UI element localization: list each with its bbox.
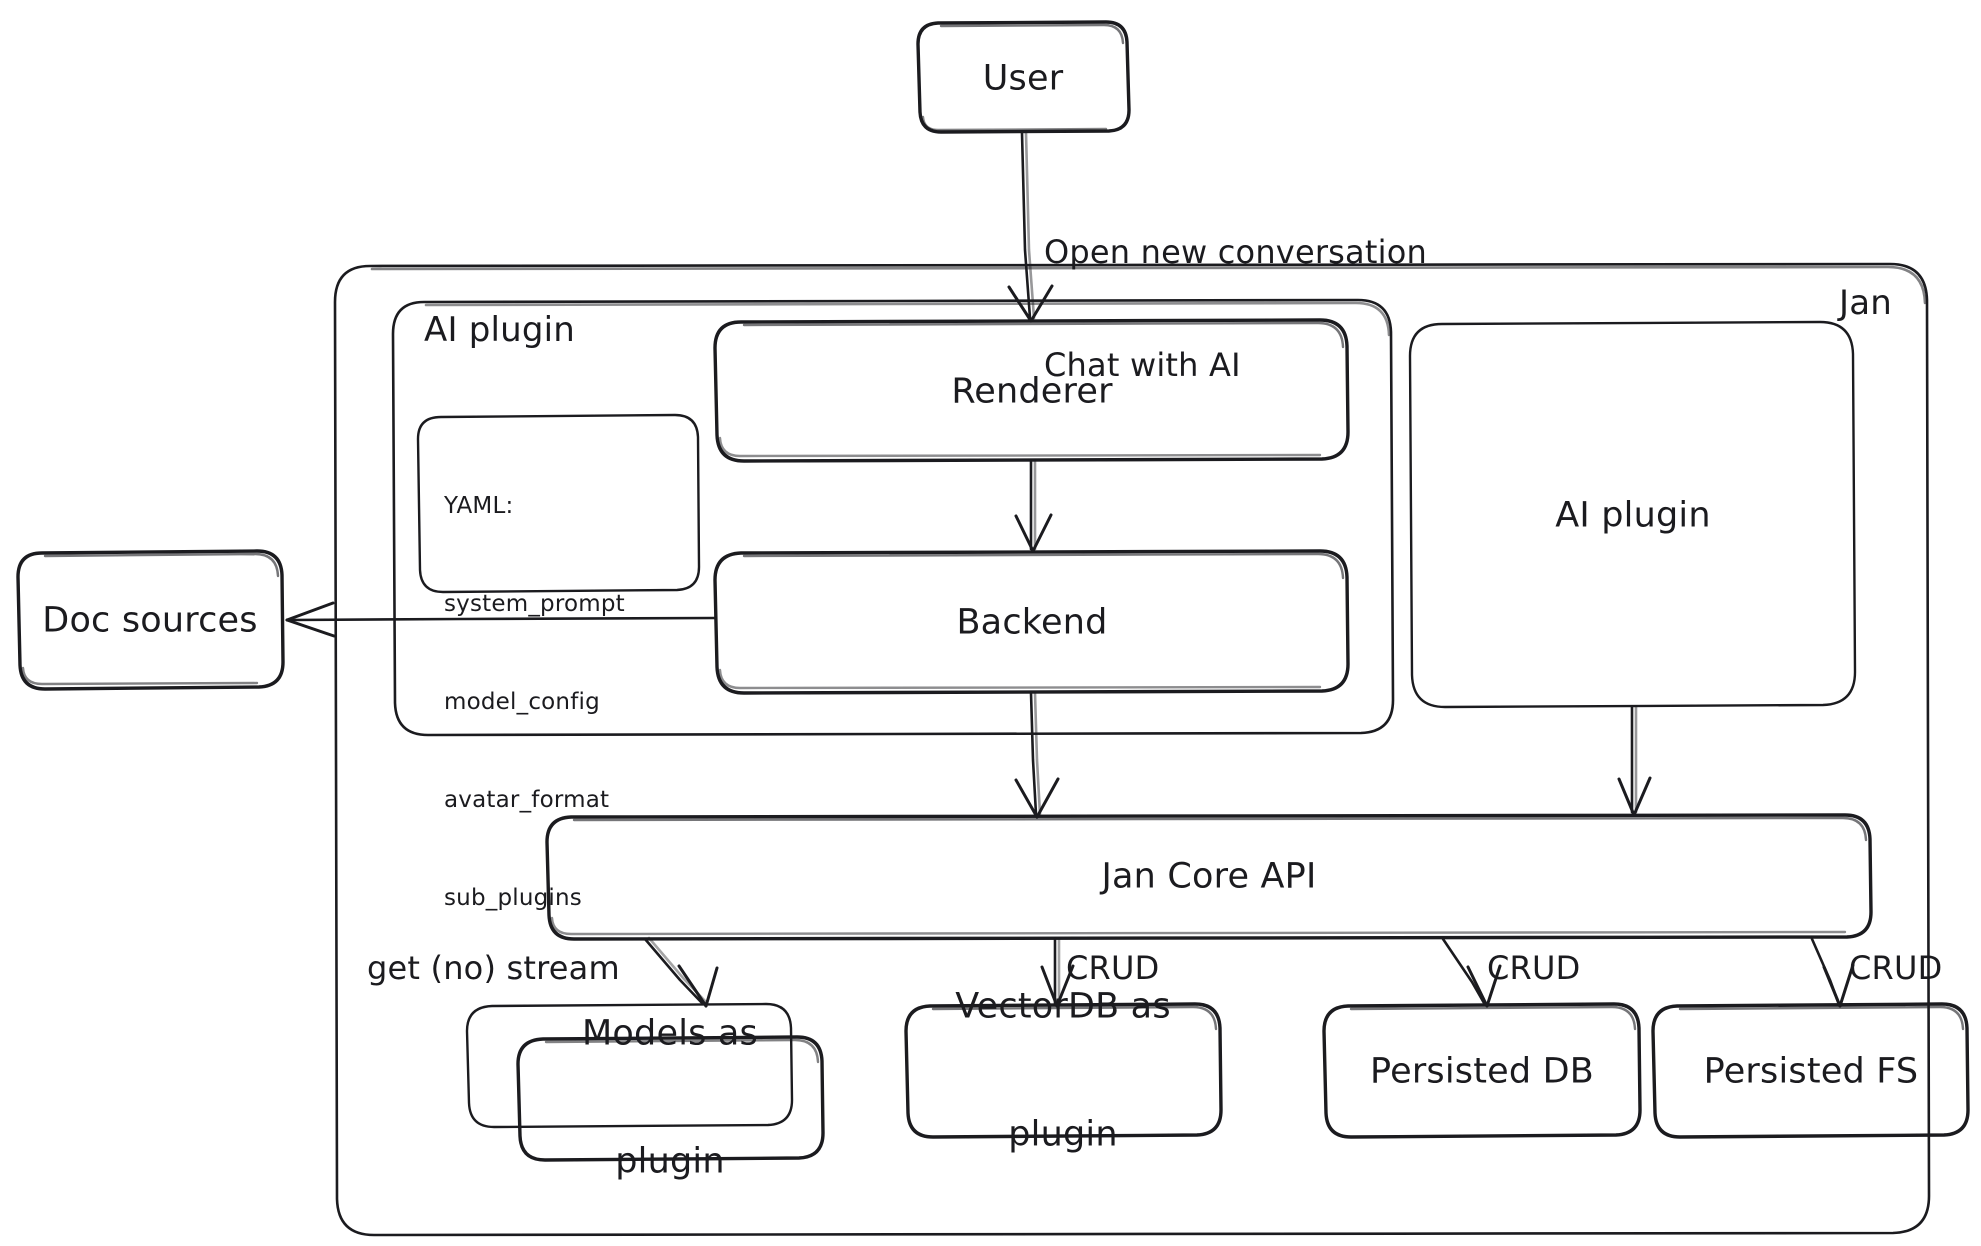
container-jan-border	[333, 262, 1931, 1237]
node-label-models[interactable]: Models as plugin	[582, 927, 758, 1246]
container-ai-plugin-border	[391, 298, 1395, 737]
yaml-heading: YAML:	[444, 493, 514, 520]
node-doc-sources-shape	[16, 549, 285, 691]
node-label-persisted-fs[interactable]: Persisted FS	[1703, 1051, 1919, 1092]
yaml-card: YAML: system_prompt model_config avatar_…	[444, 425, 625, 980]
edge-backend-to-doc-sources	[285, 601, 717, 638]
node-vectordb-shape	[904, 1002, 1223, 1139]
edge-core-api-to-persisted-fs	[1810, 937, 1855, 1008]
edge-core-api-to-vectordb	[1040, 937, 1075, 1008]
node-label-vectordb-line1: VectorDB as	[955, 986, 1171, 1027]
container-label-jan: Jan	[1838, 283, 1892, 323]
node-models-shape	[465, 1002, 825, 1162]
node-renderer-shape	[713, 318, 1350, 463]
edge-label-get-no-stream: get (no) stream	[367, 949, 620, 987]
node-jan-core-api-shape	[545, 813, 1873, 941]
node-label-user[interactable]: User	[982, 58, 1064, 99]
node-label-backend[interactable]: Backend	[956, 602, 1108, 643]
edge-label-line1: Open new conversation	[1044, 232, 1427, 271]
node-label-doc-sources[interactable]: Doc sources	[42, 600, 258, 641]
edge-core-api-to-persisted-db	[1441, 937, 1502, 1008]
yaml-key-system-prompt: system_prompt	[444, 591, 625, 618]
yaml-key-model-config: model_config	[444, 689, 600, 716]
edge-label-crud-vectordb: CRUD	[1066, 949, 1160, 987]
edge-renderer-to-backend	[1014, 459, 1053, 553]
edge-label-crud-persisted-db: CRUD	[1487, 949, 1581, 987]
edge-label-crud-persisted-fs: CRUD	[1849, 949, 1943, 987]
edge-core-api-to-models	[643, 936, 719, 1008]
node-label-jan-core-api[interactable]: Jan Core API	[1101, 856, 1317, 897]
edge-backend-to-core-api	[1014, 691, 1060, 819]
edge-user-to-renderer	[1007, 131, 1054, 323]
node-label-ai-plugin[interactable]: AI plugin	[1555, 495, 1711, 536]
node-label-persisted-db[interactable]: Persisted DB	[1370, 1051, 1594, 1092]
node-label-renderer[interactable]: Renderer	[951, 371, 1113, 412]
node-label-vectordb-line2: plugin	[1008, 1114, 1118, 1155]
node-label-models-line1: Models as	[582, 1013, 758, 1054]
node-persisted-fs-shape	[1651, 1002, 1970, 1139]
container-label-ai-plugin: AI plugin	[424, 310, 576, 350]
node-backend-shape	[713, 549, 1350, 695]
node-label-vectordb[interactable]: VectorDB as plugin	[955, 900, 1171, 1242]
edge-label-line2: Chat with AI	[1044, 345, 1241, 384]
edge-label-user-to-renderer: Open new conversation Chat with AI	[1044, 158, 1427, 460]
node-label-models-line2: plugin	[615, 1141, 725, 1182]
node-user-shape	[916, 20, 1131, 134]
node-persisted-db-shape	[1322, 1002, 1642, 1139]
yaml-key-sub-plugins: sub_plugins	[444, 885, 582, 912]
node-ai-plugin-shape	[1408, 320, 1857, 709]
edge-ai-plugin-to-core-api	[1617, 705, 1652, 817]
yaml-key-avatar-format: avatar_format	[444, 787, 610, 814]
yaml-card-shape	[416, 413, 701, 594]
